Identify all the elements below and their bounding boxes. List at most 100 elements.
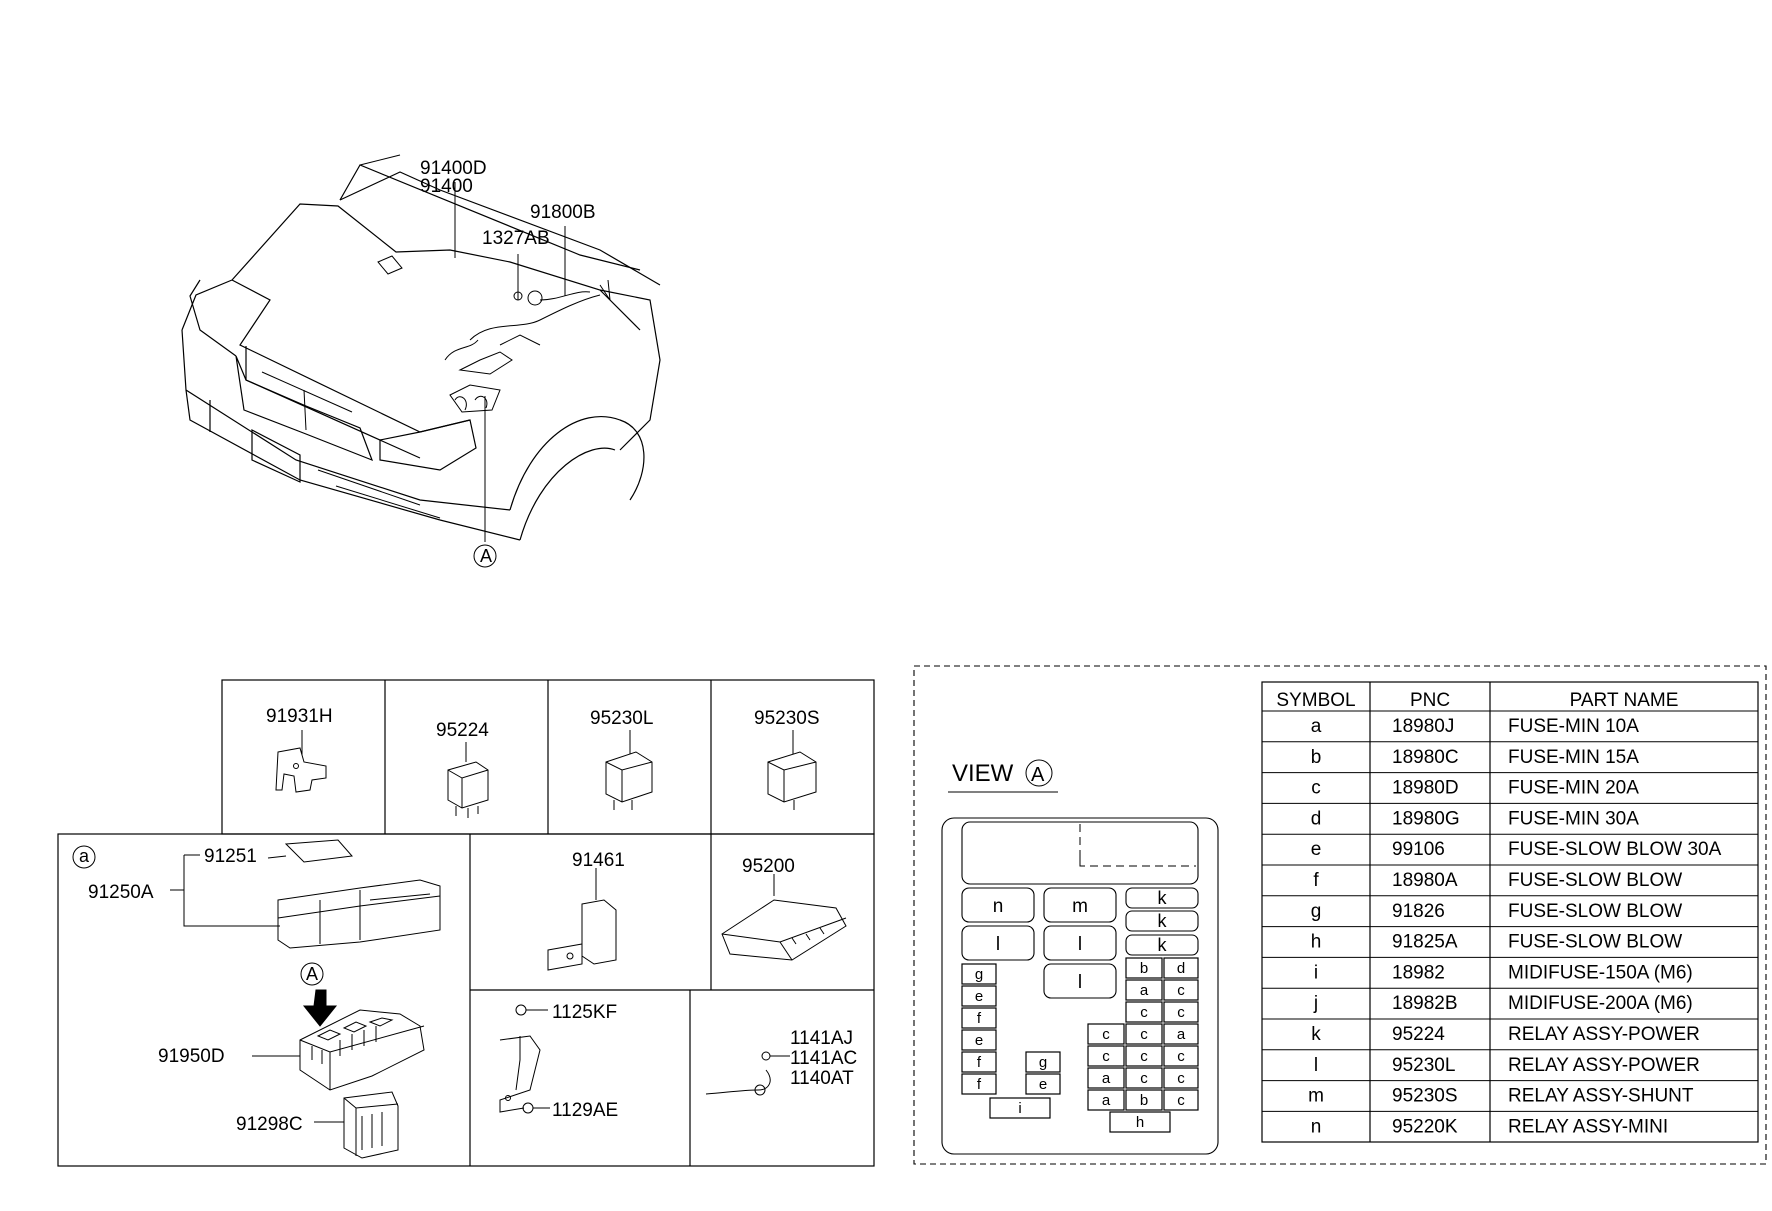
slot-a: a: [1102, 1070, 1111, 1087]
table-row: g 91826 FUSE-SLOW BLOW: [1311, 901, 1683, 922]
cell-symbol: k: [1311, 1024, 1321, 1045]
cell-pnc: 95220K: [1392, 1116, 1458, 1137]
cell-symbol: l: [1314, 1055, 1318, 1076]
part-label-1141AJ: 1141AJ: [790, 1028, 853, 1049]
part-label-1140AT: 1140AT: [790, 1068, 854, 1089]
cell-pnc: 95230S: [1392, 1086, 1458, 1107]
table-row: c 18980D FUSE-MIN 20A: [1311, 778, 1639, 799]
cell-part-name: FUSE-SLOW BLOW: [1508, 901, 1682, 922]
slot-k: k: [1158, 935, 1168, 955]
cell-pnc: 95224: [1392, 1024, 1445, 1045]
slot-e: e: [975, 988, 983, 1005]
cell-symbol: i: [1314, 962, 1318, 983]
slot-l: l: [1078, 972, 1082, 993]
cell-symbol: c: [1311, 778, 1321, 799]
slot-l: l: [1078, 934, 1082, 955]
slot-l: l: [996, 934, 1000, 955]
slot-e: e: [1039, 1076, 1047, 1093]
legend-table: [1261, 681, 1759, 1143]
fuse-box-layout: [941, 817, 1219, 1155]
cell-part-name: RELAY ASSY-MINI: [1508, 1116, 1668, 1137]
table-row: e 99106 FUSE-SLOW BLOW 30A: [1311, 839, 1722, 860]
slot-f: f: [977, 1076, 982, 1093]
cell-symbol: j: [1313, 993, 1318, 1014]
cell-symbol: h: [1311, 932, 1322, 953]
cell-part-name: FUSE-MIN 20A: [1508, 778, 1639, 799]
view-a-title: VIEW: [952, 760, 1014, 787]
sub-panel-a-marker: a: [79, 846, 90, 866]
part-label-91250A: 91250A: [88, 882, 154, 903]
cell-symbol: e: [1311, 839, 1322, 860]
slot-c: c: [1177, 982, 1185, 999]
slot-a: a: [1140, 982, 1149, 999]
part-label-95230S: 95230S: [754, 708, 820, 729]
callout-91400D: 91400D: [420, 158, 487, 179]
legend-table-header: SYMBOL PNC PART NAME: [1276, 690, 1678, 711]
cell-part-name: MIDIFUSE-150A (M6): [1508, 962, 1693, 983]
slot-f: f: [977, 1010, 982, 1027]
slot-m: m: [1072, 896, 1088, 917]
view-a-panel: [913, 665, 1767, 1165]
slot-d: d: [1177, 960, 1185, 977]
cell-symbol: g: [1311, 901, 1322, 922]
table-row: f 18980A FUSE-SLOW BLOW: [1313, 870, 1682, 891]
part-label-1125KF: 1125KF: [552, 1002, 617, 1023]
slot-a: a: [1177, 1026, 1186, 1043]
part-label-91950D: 91950D: [158, 1046, 225, 1067]
cell-part-name: FUSE-SLOW BLOW 30A: [1508, 839, 1722, 860]
header-part-name: PART NAME: [1570, 690, 1679, 711]
fuse-slot-labels: n m k k k l l l g e f e f f g e i b d a …: [975, 888, 1186, 1131]
cell-pnc: 91826: [1392, 901, 1445, 922]
callout-1327AB: 1327AB: [482, 228, 550, 249]
slot-f: f: [977, 1054, 982, 1071]
slot-c: c: [1102, 1048, 1110, 1065]
cell-pnc: 99106: [1392, 839, 1445, 860]
view-a-marker-car: A: [480, 546, 492, 566]
view-a-title-marker: A: [1031, 764, 1045, 786]
cell-part-name: FUSE-SLOW BLOW: [1508, 870, 1682, 891]
part-label-91461: 91461: [572, 850, 625, 871]
cell-symbol: n: [1311, 1116, 1322, 1137]
part-label-91931H: 91931H: [266, 706, 333, 727]
part-label-1141AC: 1141AC: [790, 1048, 857, 1069]
slot-i: i: [1018, 1100, 1021, 1117]
slot-g: g: [975, 966, 983, 983]
table-row: n 95220K RELAY ASSY-MINI: [1311, 1116, 1668, 1137]
cell-symbol: f: [1313, 870, 1319, 891]
header-symbol: SYMBOL: [1276, 690, 1355, 711]
cell-part-name: RELAY ASSY-SHUNT: [1508, 1086, 1694, 1107]
cell-pnc: 18980J: [1392, 716, 1454, 737]
slot-k: k: [1158, 911, 1168, 931]
cell-pnc: 18980D: [1392, 778, 1459, 799]
part-label-91251: 91251: [204, 846, 257, 867]
callout-91400: 91400: [420, 176, 473, 197]
cell-symbol: d: [1311, 808, 1322, 829]
part-label-95224: 95224: [436, 720, 489, 741]
cell-part-name: FUSE-SLOW BLOW: [1508, 932, 1682, 953]
slot-c: c: [1140, 1048, 1148, 1065]
slot-b: b: [1140, 960, 1148, 977]
view-a-marker-grid: A: [306, 964, 318, 984]
cell-part-name: FUSE-MIN 10A: [1508, 716, 1639, 737]
table-row: k 95224 RELAY ASSY-POWER: [1311, 1024, 1700, 1045]
part-label-1129AE: 1129AE: [552, 1100, 618, 1121]
header-pnc: PNC: [1410, 690, 1450, 711]
part-label-91298C: 91298C: [236, 1114, 303, 1135]
slot-c: c: [1140, 1026, 1148, 1043]
slot-a: a: [1102, 1092, 1111, 1109]
cell-pnc: 18980A: [1392, 870, 1458, 891]
slot-c: c: [1177, 1070, 1185, 1087]
cell-part-name: FUSE-MIN 15A: [1508, 747, 1639, 768]
slot-e: e: [975, 1032, 983, 1049]
slot-n: n: [993, 896, 1004, 917]
cell-pnc: 18982B: [1392, 993, 1458, 1014]
cell-part-name: RELAY ASSY-POWER: [1508, 1024, 1700, 1045]
cell-pnc: 18980C: [1392, 747, 1459, 768]
